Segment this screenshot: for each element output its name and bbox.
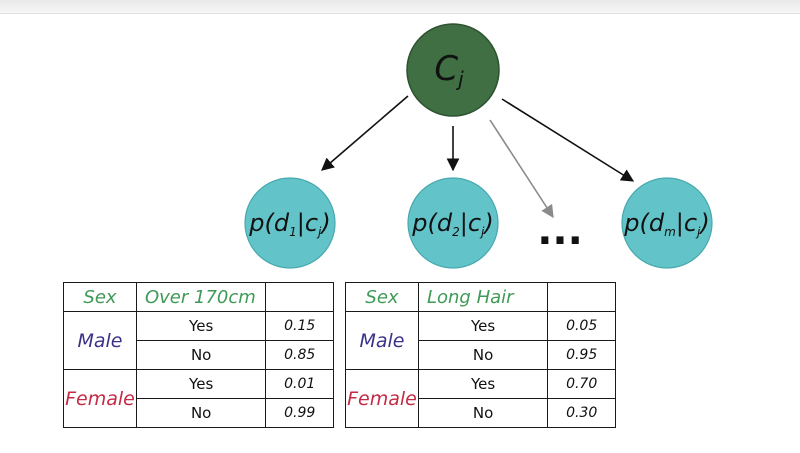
table-row: Female Yes 0.70 [345, 369, 616, 428]
feature-node-label: p(dm|cj) [623, 209, 710, 239]
prob-cell: 0.05 [547, 311, 616, 341]
table-header-row: Sex Over 170cm [63, 282, 334, 312]
prob-cell: 0.99 [265, 398, 334, 428]
ellipsis: ... [537, 208, 583, 254]
prob-cell: 0.95 [547, 340, 616, 370]
class-node-cj: Cj [406, 23, 500, 117]
group-label-male: Male [63, 311, 137, 370]
class-node-label: Cj [434, 49, 464, 91]
table-row: No 0.85 [64, 340, 334, 370]
column-header-sex: Sex [63, 282, 137, 312]
value-cell: No [135, 340, 267, 370]
table-row: Male Yes 0.15 [63, 311, 334, 370]
prob-cell: 0.30 [547, 398, 616, 428]
value-cell: No [417, 340, 549, 370]
column-header-sex: Sex [345, 282, 419, 312]
table-row: Male Yes 0.05 [345, 311, 616, 370]
column-header-prob [547, 282, 616, 312]
cpt-table-over-170cm: Sex Over 170cm Male Yes 0.15 No 0.85 Fem… [63, 282, 334, 428]
column-header-prob [265, 282, 334, 312]
value-cell: Yes [135, 311, 267, 341]
prob-cell: 0.85 [265, 340, 334, 370]
value-cell: Yes [417, 369, 549, 399]
feature-node-d2: p(d2|cj) [407, 177, 499, 269]
prob-cell: 0.01 [265, 369, 334, 399]
edge-to-dm [501, 98, 635, 182]
table-row: No 0.99 [64, 398, 334, 428]
feature-node-d1: p(d1|cj) [244, 177, 336, 269]
prob-cell: 0.70 [547, 369, 616, 399]
column-header-attribute: Over 170cm [135, 282, 267, 312]
group-label-female: Female [345, 369, 419, 428]
feature-node-label: p(d1|cj) [248, 209, 330, 239]
edge-to-ellipsis [489, 119, 554, 219]
table-row: Female Yes 0.01 [63, 369, 334, 428]
prob-cell: 0.15 [265, 311, 334, 341]
value-cell: No [417, 398, 549, 428]
column-header-attribute: Long Hair [417, 282, 549, 312]
edge-to-d1 [321, 95, 409, 171]
window-top-bar [0, 0, 800, 14]
table-row: No 0.30 [346, 398, 616, 428]
bayes-network-diagram: Cj p(d1|cj) p(d2|cj) ... p(dm|cj) [244, 23, 713, 269]
value-cell: Yes [417, 311, 549, 341]
value-cell: No [135, 398, 267, 428]
feature-node-label: p(d2|cj) [411, 209, 493, 239]
table-header-row: Sex Long Hair [345, 282, 616, 312]
group-label-male: Male [345, 311, 419, 370]
feature-node-dm: p(dm|cj) [621, 177, 713, 269]
cpt-table-long-hair: Sex Long Hair Male Yes 0.05 No 0.95 Fema… [345, 282, 616, 428]
value-cell: Yes [135, 369, 267, 399]
group-label-female: Female [63, 369, 137, 428]
